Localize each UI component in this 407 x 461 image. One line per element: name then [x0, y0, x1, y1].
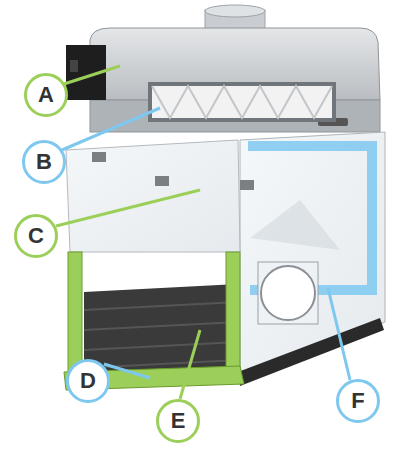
callout-letter: B — [36, 151, 52, 173]
callout-circle: C — [14, 214, 58, 258]
callout-circle: F — [336, 379, 380, 423]
callout-letter: F — [351, 390, 364, 412]
blower-housing — [90, 28, 380, 132]
prefilter — [148, 82, 336, 122]
side-reflection — [250, 200, 340, 250]
callout-letter: A — [38, 84, 54, 106]
callout-circle: E — [156, 399, 200, 443]
access-port — [258, 262, 318, 324]
callout-circle: B — [22, 140, 66, 184]
callout-letter: E — [171, 410, 186, 432]
hinges — [92, 152, 254, 190]
front-sash — [66, 140, 240, 252]
callout-circle: A — [24, 73, 68, 117]
callout-letter: C — [28, 225, 44, 247]
callout-letter: D — [80, 370, 96, 392]
leader-lines — [56, 66, 350, 399]
callout-circle: D — [66, 359, 110, 403]
